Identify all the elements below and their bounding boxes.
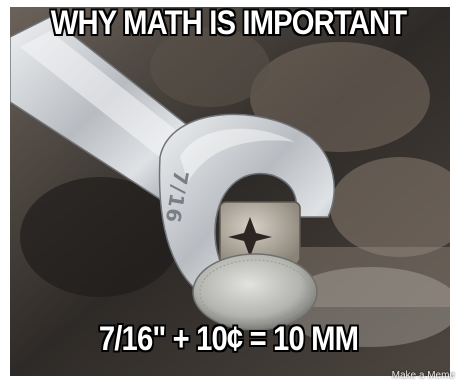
- photo-illustration: [10, 7, 450, 376]
- meme-photo: 7/16: [10, 7, 450, 376]
- watermark-text: Make a Meme: [391, 370, 455, 381]
- bottom-caption: 7/16" + 10¢ = 10 MM: [98, 320, 359, 358]
- top-caption: WHY MATH IS IMPORTANT: [50, 4, 407, 42]
